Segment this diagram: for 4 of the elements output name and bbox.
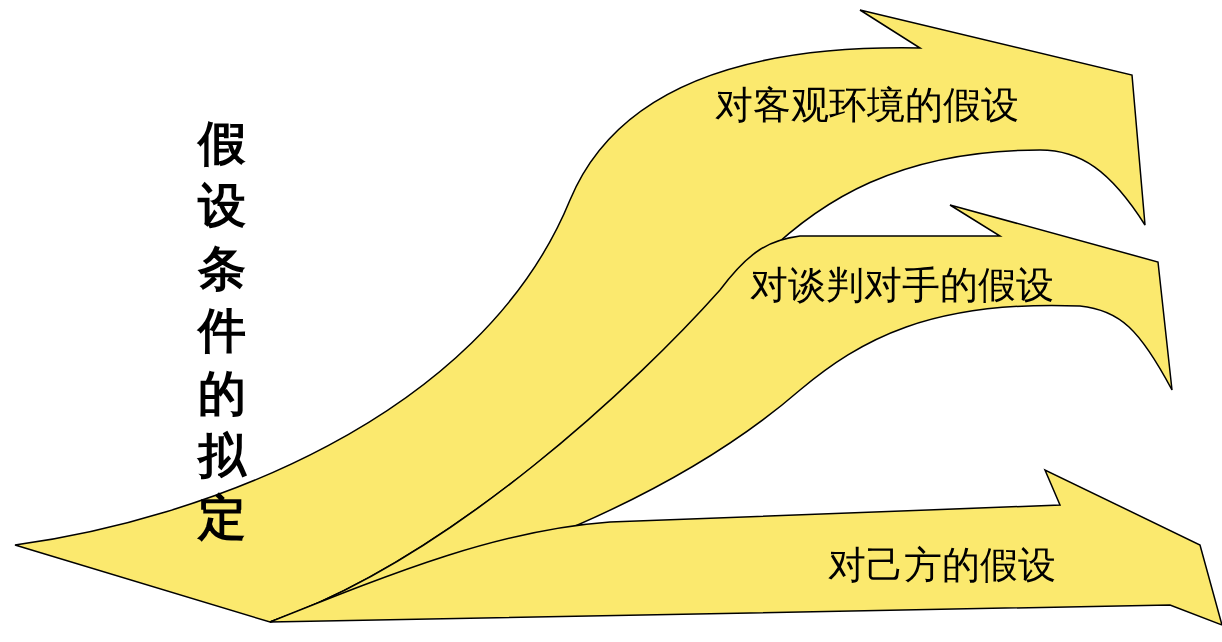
arrow-label: 对己方的假设 [828, 545, 1056, 587]
vertical-title: 假设条件的拟定 [198, 114, 246, 548]
arrow-label: 对谈判对手的假设 [750, 265, 1054, 307]
arrow-label: 对客观环境的假设 [715, 85, 1019, 127]
